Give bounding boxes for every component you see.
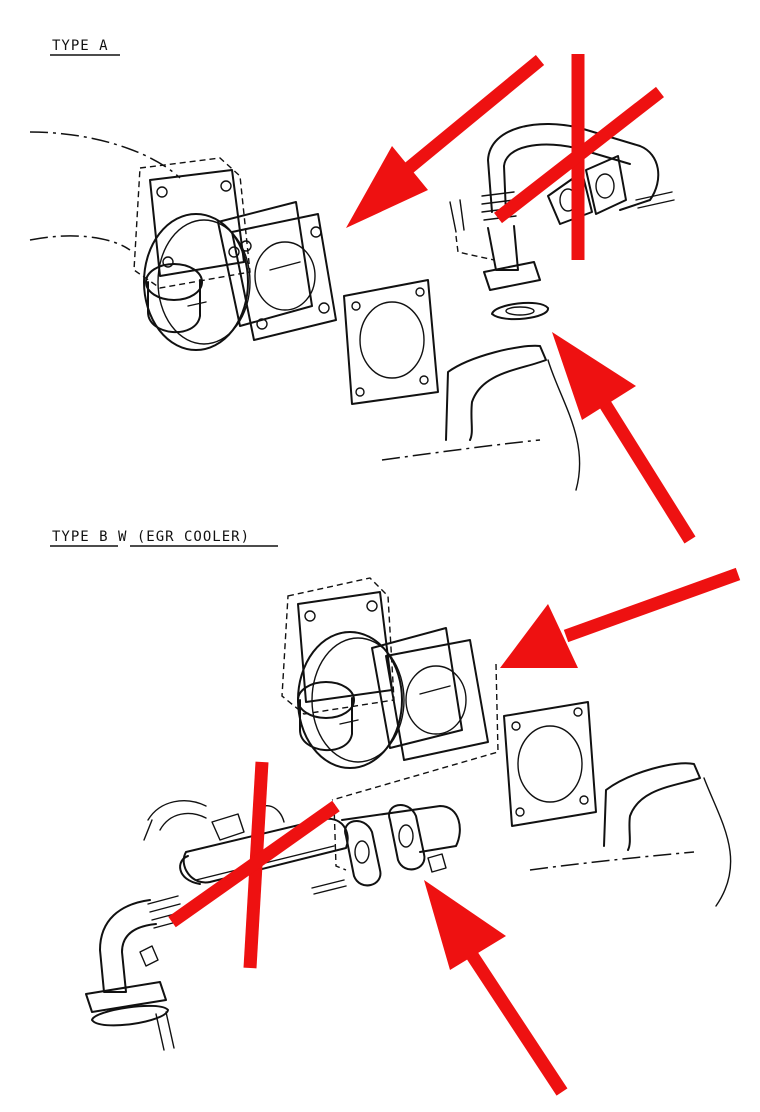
type-b-outlet-gasket-hole (354, 840, 370, 864)
type-a-bolt-hole (351, 301, 361, 311)
type-b-nut (427, 853, 447, 873)
type-b-intake-port (603, 762, 701, 851)
type-a-stud-bolt (449, 199, 465, 233)
type-a-adaptor-flange-2 (231, 213, 337, 341)
type-a-valve-stem (269, 261, 301, 271)
type-a-bolt-hole (156, 186, 168, 198)
type-b-vacuum-cap (299, 697, 353, 751)
type-a-label: TYPE A (52, 38, 109, 54)
type-a-bolt-hole (355, 387, 365, 397)
type-b-adaptor-flange-2 (385, 639, 489, 761)
type-b-vacuum-nipple (339, 719, 359, 725)
type-b-outlet-flange-hole (398, 824, 414, 848)
type-a-intake-centerline (381, 439, 541, 461)
type-a-pipe-flange (483, 261, 541, 291)
type-a-bolt-hole (310, 226, 322, 238)
type-a-bolt-hole (228, 246, 240, 258)
type-a-vacuum-nipple (187, 301, 207, 307)
type-b-arrow-to-gasket (456, 936, 568, 1096)
type-a-bolt-hole (240, 240, 252, 252)
type-a-adaptor-flange-1 (217, 201, 313, 327)
type-a-stud-guide (455, 235, 495, 261)
type-a-arrowhead-gasket (552, 332, 636, 420)
type-b-label: TYPE B W (EGR COOLER) (52, 529, 250, 545)
type-a-hose-outline-top (29, 131, 181, 179)
type-a-markers (346, 54, 696, 544)
type-b-alignment-line (333, 803, 347, 871)
type-a-vacuum-cap (147, 279, 201, 333)
type-a-diaphragm-housing (143, 213, 249, 351)
type-b-elbow-gasket (91, 1004, 169, 1027)
type-b-gasket-port (517, 725, 583, 803)
type-a-bellows (481, 191, 517, 221)
type-a-pipe-lower (487, 225, 519, 271)
type-a-bolt-hole (419, 375, 429, 385)
type-a-flange-hole (595, 173, 615, 199)
type-a-adaptor-port (254, 241, 316, 311)
type-b-nut (139, 945, 159, 967)
type-a-bolt-hole (162, 256, 174, 268)
type-b-cooler-outlet-pipe (341, 805, 461, 853)
type-a-hose-outline-bottom (29, 235, 131, 251)
type-b-stud-bolt (155, 1011, 175, 1051)
type-b-bellows (147, 895, 185, 929)
type-b-bolt-hole (579, 795, 589, 805)
type-b-egr-cooler-body (182, 817, 349, 884)
type-b-bolt-hole (304, 610, 316, 622)
type-a-valve-flange (149, 169, 245, 277)
type-b-gasket (503, 701, 597, 827)
type-b-adaptor-port (405, 665, 467, 735)
type-a-assembly (29, 123, 675, 491)
type-b-bolt-hole (515, 807, 525, 817)
type-a-bolt-hole (318, 302, 330, 314)
type-a-small-gasket-hole (505, 306, 535, 316)
type-b-vacuum-cap-top (297, 681, 355, 719)
type-a-gasket-port (359, 301, 425, 379)
type-a-intake-port (445, 344, 547, 441)
type-b-intake-centerline (529, 851, 695, 871)
type-b-hose-clamp (143, 800, 207, 841)
type-b-elbow-pipe (99, 899, 157, 993)
type-a-arrowhead-valve (346, 146, 428, 228)
type-a-diaphragm-rim (157, 219, 251, 345)
type-a-vacuum-cap-top (145, 263, 203, 301)
type-a-pipe-gasket (547, 171, 593, 225)
type-b-bolt-hole (573, 707, 583, 717)
type-b-diaphragm-rim (311, 637, 405, 763)
type-b-outlet-gasket (344, 820, 382, 887)
type-b-bolt-hole (366, 600, 378, 612)
type-b-arrowhead-gasket (424, 880, 506, 970)
type-a-pipe-end-flange (585, 155, 627, 215)
type-b-arrowhead-valve (500, 604, 578, 668)
type-a-arrow-to-gasket (584, 376, 696, 544)
type-b-valve-stem (419, 685, 451, 695)
type-b-bolt-hole (511, 721, 521, 731)
type-a-stud-bolt (635, 191, 675, 209)
type-a-bolt-hole (220, 180, 232, 192)
type-b-markers (168, 567, 741, 1096)
type-a-cross-line-diagonal (494, 86, 664, 224)
type-b-assembly (85, 577, 732, 1051)
type-b-intake-curve (703, 777, 732, 907)
type-b-alignment-line (331, 663, 499, 801)
type-a-bolt-hole (415, 287, 425, 297)
type-a-intake-curve (547, 359, 581, 491)
type-b-cross-line-diagonal (168, 800, 340, 928)
type-b-adaptor-flange-1 (371, 627, 463, 749)
type-b-arrow-to-valve (563, 567, 741, 643)
type-b-outlet-flange (388, 804, 426, 871)
type-a-small-gasket (491, 301, 549, 321)
type-a-bolt-hole (256, 318, 268, 330)
type-b-cooler-bracket (211, 813, 245, 841)
type-b-elbow-flange (85, 981, 167, 1013)
type-b-egr-cooler-end (179, 855, 201, 885)
type-a-gasket (343, 279, 439, 405)
type-b-stud-bolt (311, 879, 347, 895)
